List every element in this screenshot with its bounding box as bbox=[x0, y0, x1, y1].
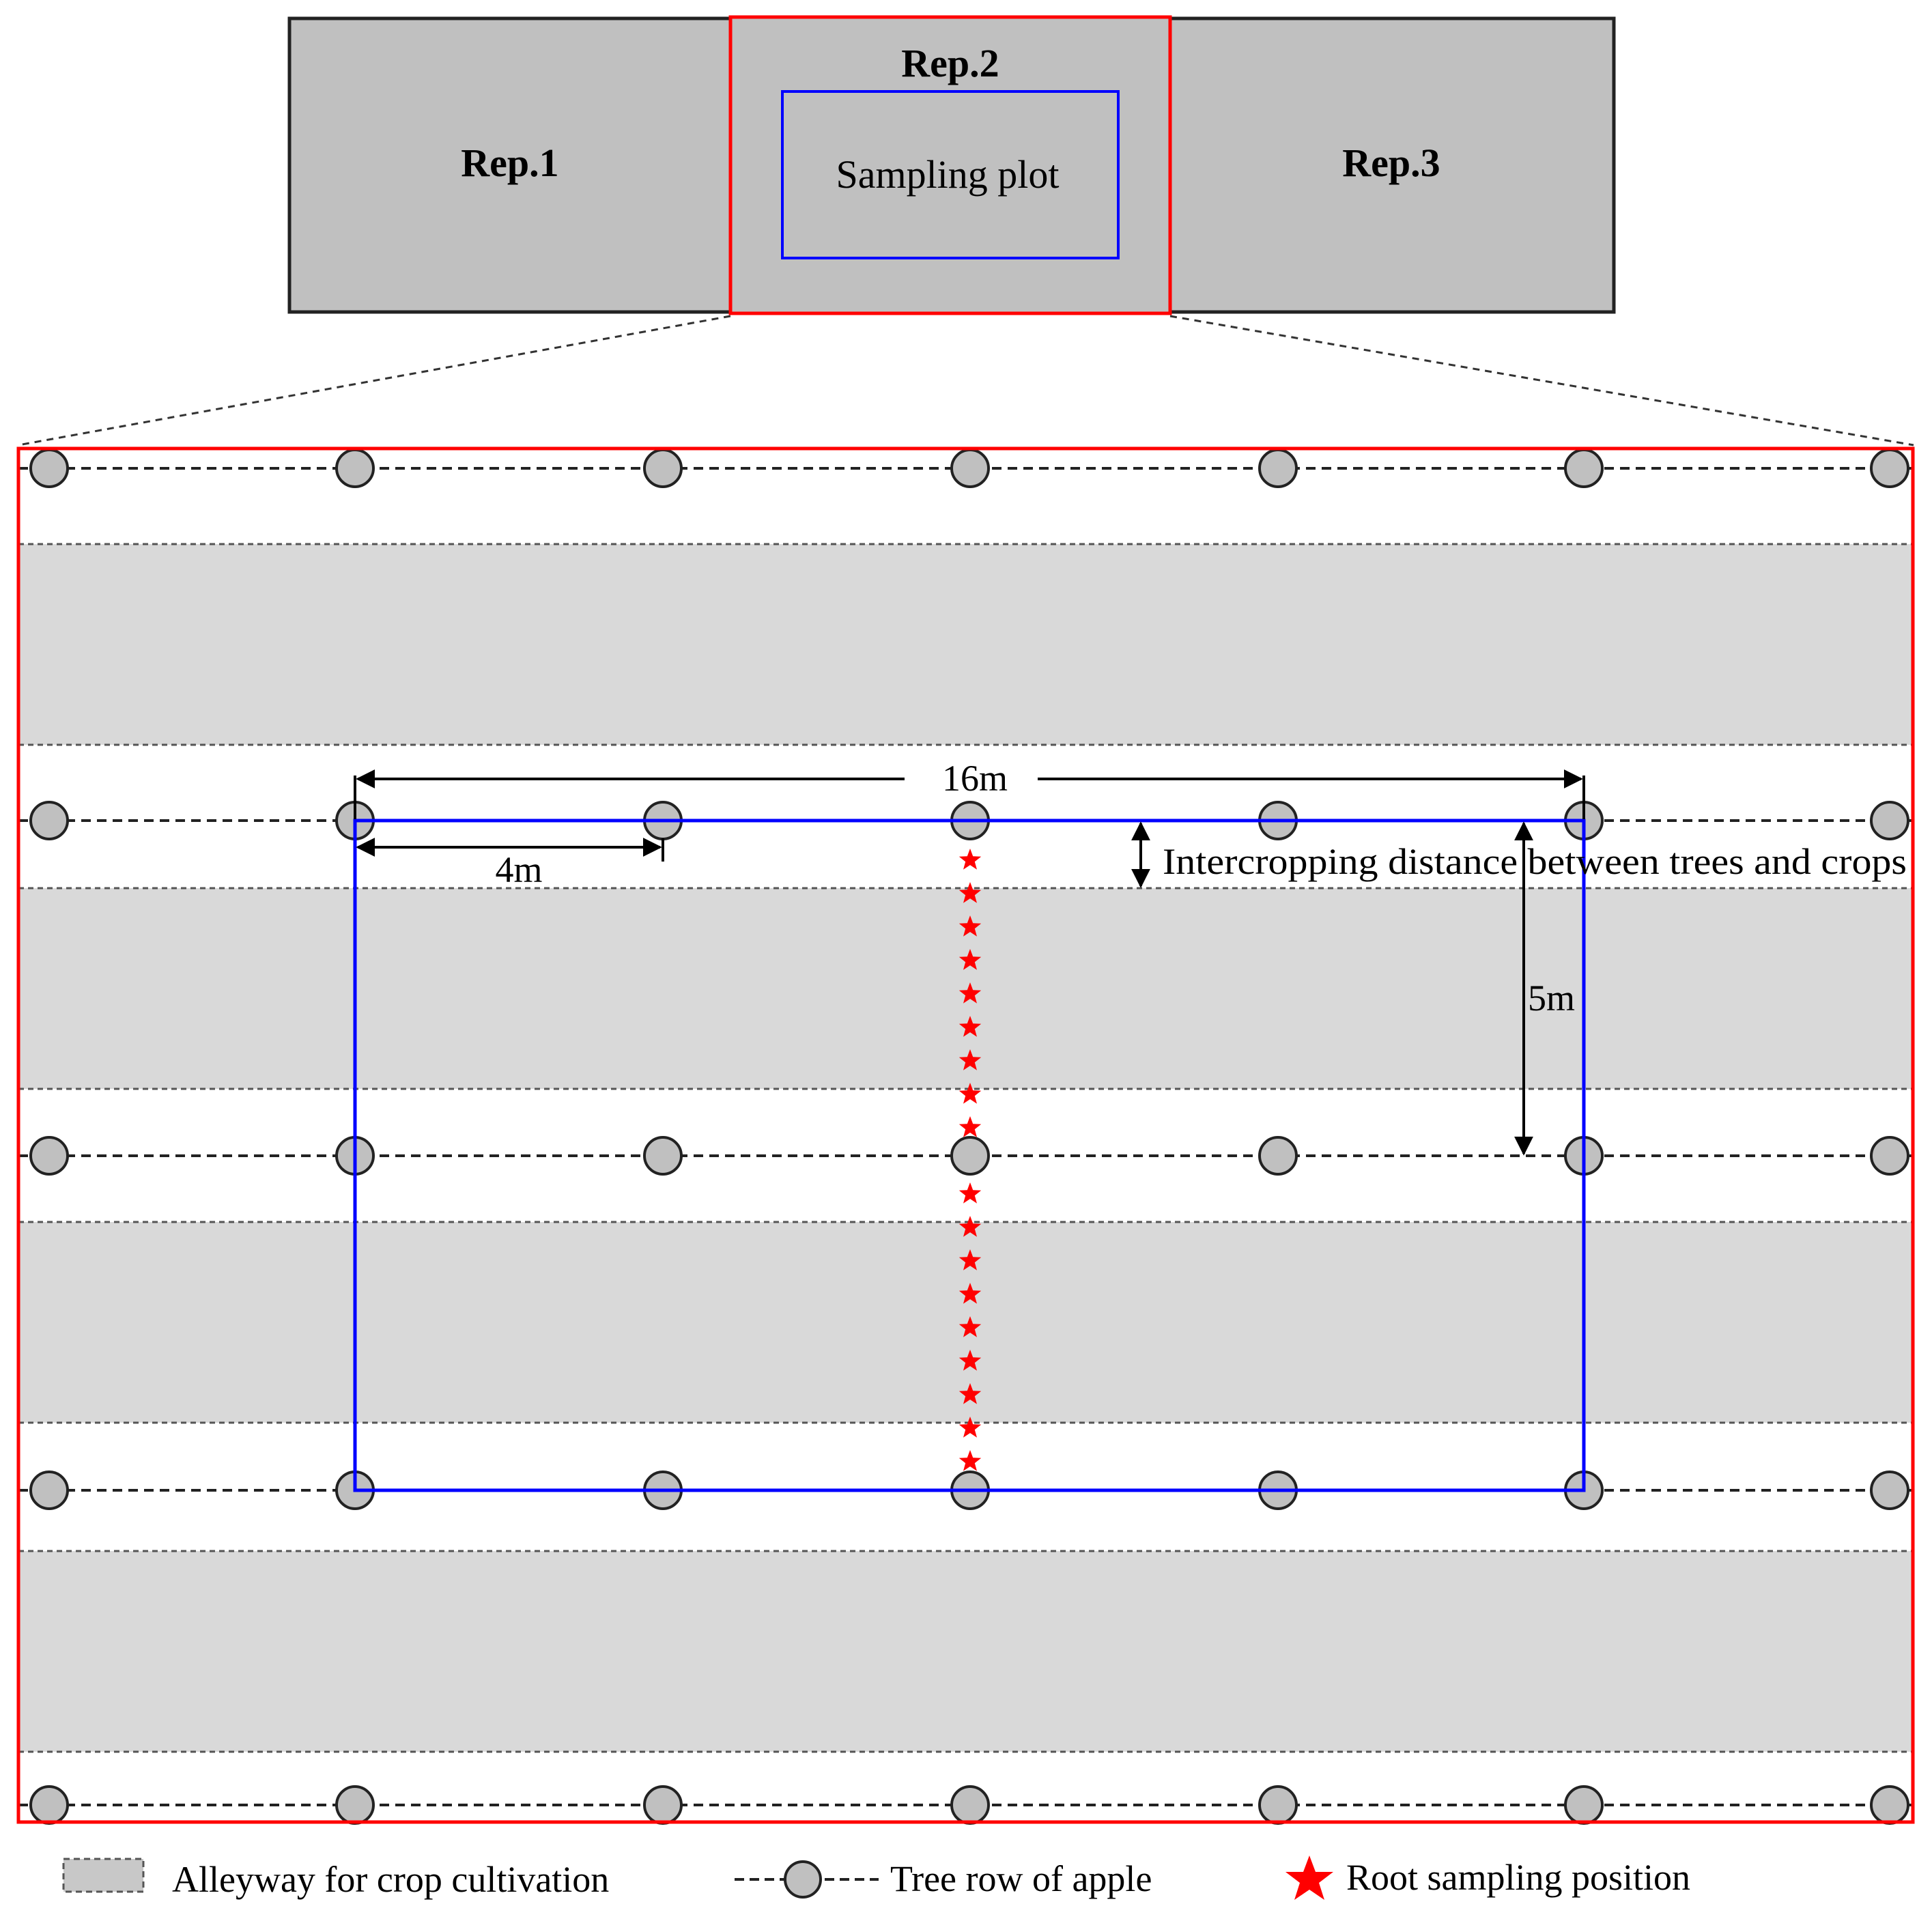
apple-tree bbox=[29, 801, 69, 840]
apple-tree bbox=[335, 449, 375, 488]
alleyway-3 bbox=[18, 1222, 1913, 1423]
root-sampling-star bbox=[958, 1083, 982, 1104]
label-16m: 16m bbox=[942, 758, 1008, 799]
rep1-block bbox=[287, 16, 733, 314]
alleyways bbox=[18, 543, 1913, 1753]
alleyway-2 bbox=[18, 888, 1913, 1089]
apple-tree bbox=[950, 449, 990, 488]
apple-tree bbox=[29, 1136, 69, 1176]
apple-tree bbox=[950, 1136, 990, 1176]
apple-tree bbox=[1870, 449, 1909, 488]
apple-tree bbox=[29, 1785, 69, 1825]
root-sampling-star bbox=[958, 1049, 982, 1070]
detailed-plot bbox=[16, 446, 1918, 1825]
legend-root-sampling-label: Root sampling position bbox=[1346, 1857, 1690, 1898]
apple-tree bbox=[1564, 449, 1604, 488]
root-sampling-star bbox=[958, 1116, 982, 1137]
root-sampling-star bbox=[958, 1016, 982, 1037]
dimension-16m: 16m bbox=[354, 758, 1585, 819]
plot-frame bbox=[16, 446, 1915, 1824]
root-sampling-star bbox=[958, 1283, 982, 1304]
rep3-label: Rep.3 bbox=[1342, 141, 1440, 185]
zoom-line-left bbox=[18, 315, 731, 446]
apple-tree bbox=[643, 449, 683, 488]
rep3-block bbox=[1167, 16, 1616, 314]
root-sampling-star bbox=[958, 1417, 982, 1438]
label-4m: 4m bbox=[495, 849, 542, 890]
apple-tree bbox=[1870, 1136, 1909, 1176]
apple-tree bbox=[335, 1785, 375, 1825]
root-sampling-star bbox=[958, 1182, 982, 1204]
apple-tree bbox=[1870, 1470, 1909, 1510]
apple-tree bbox=[29, 1470, 69, 1510]
alleyway-1 bbox=[18, 544, 1913, 745]
root-sampling-star bbox=[958, 849, 982, 870]
dimension-4m: 4m bbox=[356, 838, 664, 890]
root-sampling-star bbox=[958, 1450, 982, 1471]
sampling-plot-label: Sampling plot bbox=[836, 152, 1059, 197]
legend-tree-symbol bbox=[784, 1860, 822, 1899]
legend-alleyway-swatch bbox=[62, 1858, 145, 1893]
apple-tree bbox=[1258, 1785, 1298, 1825]
root-sampling-positions bbox=[958, 849, 982, 1471]
sampling-plot-box bbox=[781, 90, 1120, 259]
root-sampling-star bbox=[958, 1350, 982, 1371]
rep2-label: Rep.2 bbox=[901, 41, 999, 85]
legend: Alleyway for crop cultivation Tree row o… bbox=[62, 1856, 1690, 1900]
legend-alleyway-label: Alleyway for crop cultivation bbox=[172, 1859, 609, 1900]
root-sampling-star bbox=[958, 1249, 982, 1270]
root-sampling-star bbox=[958, 982, 982, 1004]
apple-tree bbox=[643, 1785, 683, 1825]
root-sampling-star bbox=[958, 915, 982, 937]
root-sampling-star bbox=[958, 1216, 982, 1237]
overview-blocks: Rep.1 Rep.2 Rep.3 Sampling plot bbox=[287, 15, 1616, 315]
root-sampling-star bbox=[958, 1383, 982, 1404]
rep2-block bbox=[728, 15, 1172, 315]
zoom-connectors bbox=[18, 315, 1914, 446]
root-sampling-star bbox=[958, 1316, 982, 1337]
apple-tree bbox=[29, 449, 69, 488]
label-5m: 5m bbox=[1528, 978, 1575, 1019]
label-intercropping: Intercropping distance between trees and… bbox=[1163, 841, 1907, 882]
legend-star-icon bbox=[1285, 1856, 1333, 1900]
apple-tree bbox=[643, 1136, 683, 1176]
legend-tree-row-label: Tree row of apple bbox=[890, 1858, 1152, 1899]
rep1-label: Rep.1 bbox=[461, 141, 558, 185]
root-sampling-star bbox=[958, 949, 982, 970]
apple-tree bbox=[1258, 1136, 1298, 1176]
root-sampling-star bbox=[958, 882, 982, 903]
apple-tree bbox=[1564, 1785, 1604, 1825]
apple-tree bbox=[1870, 1785, 1909, 1825]
dimension-intercropping: Intercropping distance between trees and… bbox=[1131, 821, 1907, 888]
apple-tree bbox=[1870, 801, 1909, 840]
apple-tree bbox=[950, 1785, 990, 1825]
dimension-5m: 5m bbox=[1514, 821, 1575, 1156]
zoom-line-right bbox=[1169, 315, 1914, 446]
apple-tree bbox=[1258, 449, 1298, 488]
alleyway-4 bbox=[18, 1551, 1913, 1752]
sampling-plot-outline bbox=[353, 819, 1586, 1492]
